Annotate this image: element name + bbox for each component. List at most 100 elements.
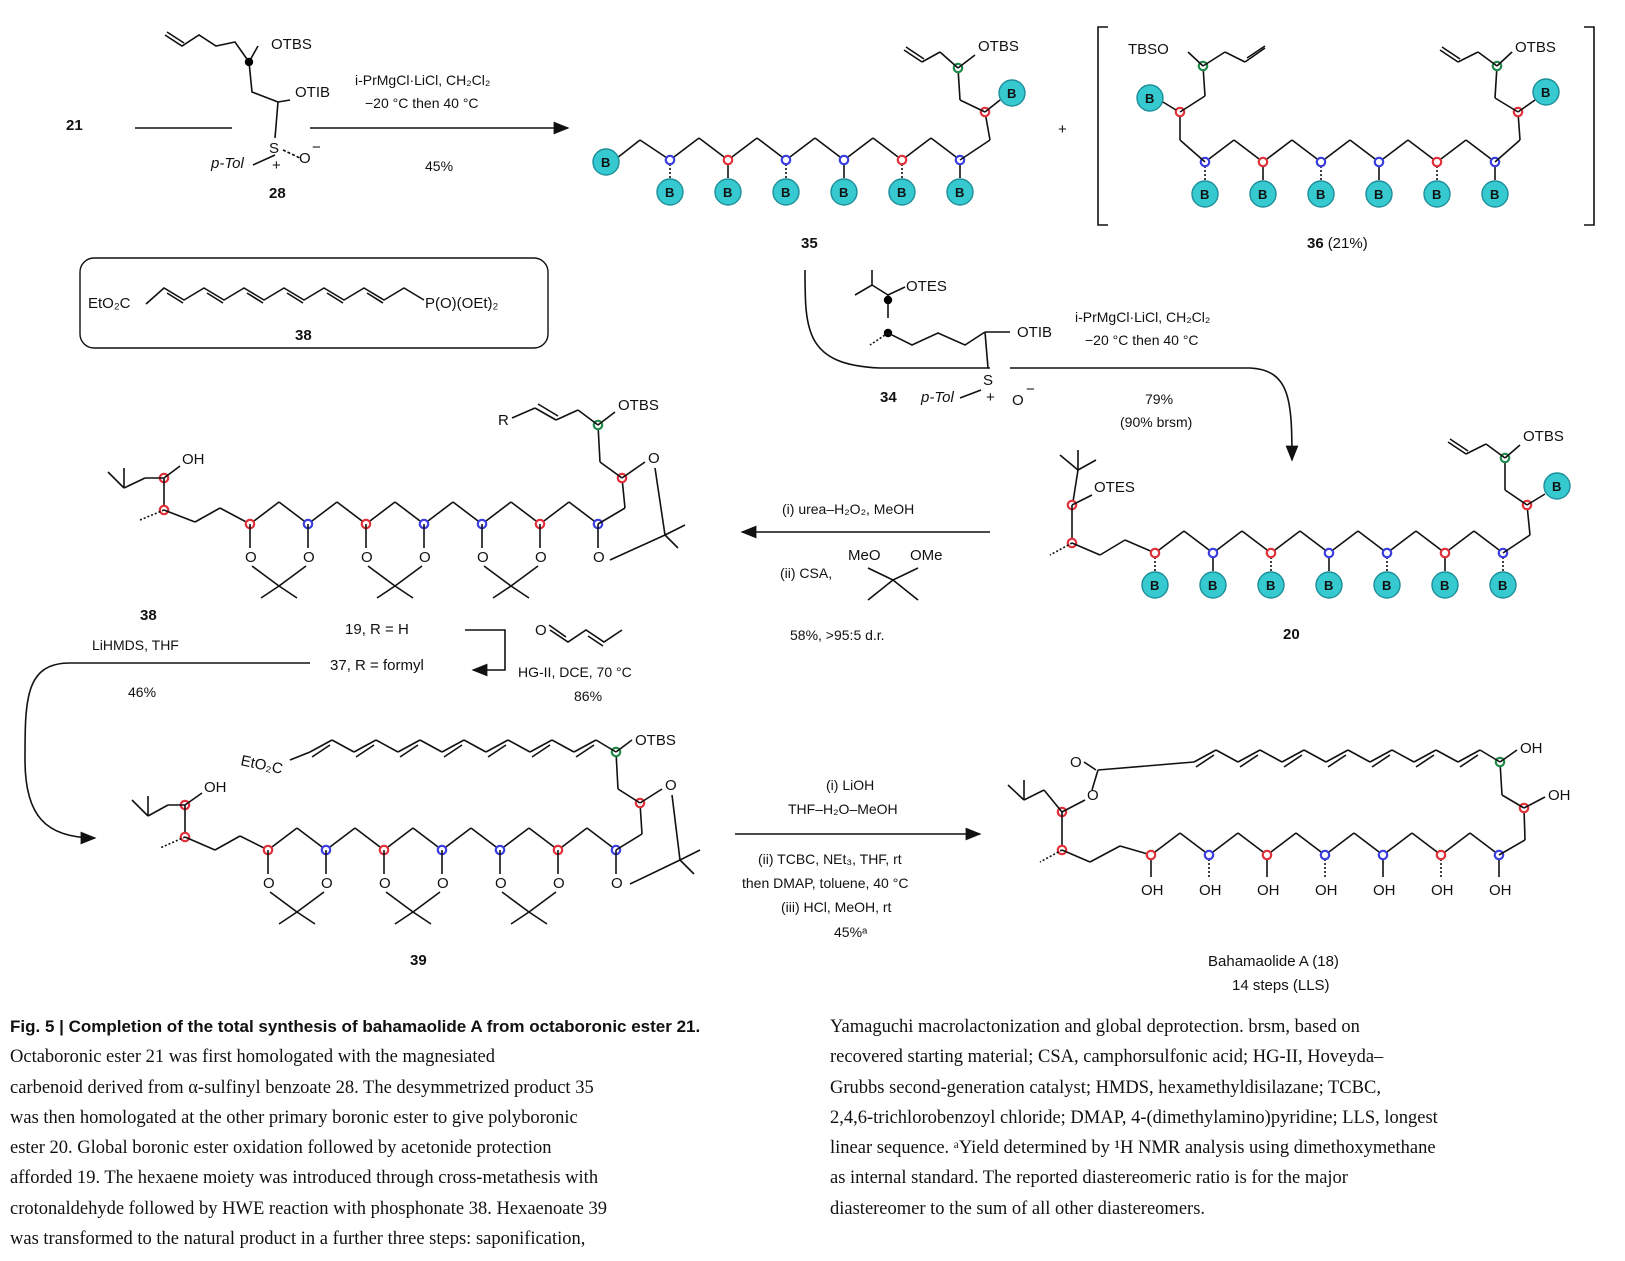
reaction-scheme: 21 OTBS OTIB S + O − p-Tol 28 i-PrMgCl·L…	[24, 26, 1595, 994]
boron-label: B	[1208, 578, 1217, 593]
compound-28-structure: OTBS OTIB S + O − p-Tol	[164, 31, 330, 174]
boronic-ester-ball	[1532, 78, 1560, 106]
cond-step4-a: HG-II, DCE, 70 °C	[518, 664, 632, 680]
caption-right: Yamaguchi macrolactonization and global …	[830, 1012, 1620, 1224]
stereocenter-marker	[1265, 547, 1277, 559]
atom-label: OH	[1373, 882, 1396, 899]
arrow-step2-curve-left	[804, 269, 990, 369]
atom-label: O	[648, 450, 660, 467]
svg-text:p-Tol: p-Tol	[920, 389, 954, 406]
boronic-ester-ball	[1315, 571, 1343, 599]
stereocenter-marker	[664, 154, 676, 166]
cond-step2-d: (90% brsm)	[1120, 414, 1192, 430]
stereocenter-marker	[1381, 547, 1393, 559]
boronic-ester-ball	[1423, 180, 1451, 208]
boronic-ester-ball	[1489, 571, 1517, 599]
caption-line: was then homologated at the other primar…	[10, 1107, 578, 1128]
cond-step1-c: 45%	[425, 158, 453, 174]
boronic-ester-ball	[592, 148, 620, 176]
cond-step3-a: (i) urea–H₂O₂, MeOH	[782, 501, 914, 517]
stereocenter-marker	[1315, 156, 1327, 168]
boronic-ester-ball	[998, 79, 1026, 107]
cond-step6-a: (i) LiOH	[826, 777, 874, 793]
caption-line: Grubbs second-generation catalyst; HMDS,…	[830, 1077, 1381, 1098]
caption-line: carbenoid derived from α-sulfinyl benzoa…	[10, 1077, 594, 1098]
atom-label: OH	[1199, 882, 1222, 899]
boronic-ester-ball	[1307, 180, 1335, 208]
cond-step6-d: then DMAP, toluene, 40 °C	[742, 875, 908, 891]
atom-label: O	[535, 549, 547, 566]
boron-label: B	[1200, 187, 1209, 202]
boronic-ester-ball	[1543, 472, 1571, 500]
boron-label: B	[1258, 187, 1267, 202]
atom-label: O	[303, 549, 315, 566]
atom-label: OH	[204, 779, 227, 796]
atom-label: OTBS	[635, 732, 676, 749]
atom-label: O	[245, 549, 257, 566]
boron-label: B	[955, 185, 964, 200]
label-20: 20	[1283, 626, 1300, 643]
cond-step6-e: (iii) HCl, MeOH, rt	[781, 899, 892, 915]
atom-label: O	[1087, 787, 1099, 804]
stereocenter-marker	[780, 154, 792, 166]
label-35: 35	[801, 235, 818, 252]
cond-step2-b: −20 °C then 40 °C	[1085, 332, 1199, 348]
boron-label: B	[1382, 578, 1391, 593]
atom-label: O	[593, 549, 605, 566]
boronic-ester-ball	[1431, 571, 1459, 599]
atom-label: O	[361, 549, 373, 566]
boronic-ester-ball	[830, 178, 858, 206]
cond-step4-b: 86%	[574, 688, 602, 704]
svg-text:+: +	[986, 389, 995, 406]
atom-label: OH	[1489, 882, 1512, 899]
boron-label: B	[897, 185, 906, 200]
svg-text:MeO: MeO	[848, 547, 881, 564]
boron-label: B	[1432, 187, 1441, 202]
svg-text:O: O	[299, 150, 311, 167]
caption-left: Fig. 5 | Completion of the total synthes…	[10, 1012, 790, 1254]
label-18-steps: 14 steps (LLS)	[1232, 977, 1330, 994]
atom-label: OTBS	[978, 38, 1019, 55]
boron-label: B	[1498, 578, 1507, 593]
caption-line: ester 20. Global boronic ester oxidation…	[10, 1138, 552, 1159]
atom-label: O	[1070, 754, 1082, 771]
atom-label: OH	[1257, 882, 1280, 899]
cond-step2-a: i-PrMgCl·LiCl, CH₂Cl₂	[1075, 309, 1210, 325]
atom-label: O	[665, 777, 677, 794]
arrow-step4	[465, 629, 506, 677]
boronic-ester-ball	[1249, 180, 1277, 208]
label-38-reagent: 38	[140, 607, 157, 624]
stereocenter-marker	[838, 154, 850, 166]
atom-label: R	[498, 412, 509, 429]
atom-label: OTES	[1094, 479, 1135, 496]
svg-text:O: O	[535, 622, 547, 639]
atom-label: O	[379, 875, 391, 892]
boron-label: B	[1150, 578, 1159, 593]
svg-text:S: S	[269, 140, 279, 157]
label-36: 36(21%)	[1307, 235, 1368, 252]
compound-38-structure: EtO₂C P(O)(OEt)₂	[88, 287, 498, 312]
atom-label: OTBS	[618, 397, 659, 414]
cond-step3-c: 58%, >95:5 d.r.	[790, 627, 885, 643]
svg-text:OTIB: OTIB	[1017, 324, 1052, 341]
atom-label: OH	[182, 451, 205, 468]
boron-label: B	[1490, 187, 1499, 202]
boronic-ester-ball	[1257, 571, 1285, 599]
atom-label: OTBS	[1523, 428, 1564, 445]
stereocenter-marker	[722, 154, 734, 166]
boron-label: B	[601, 155, 610, 170]
boronic-ester-ball	[1141, 571, 1169, 599]
atom-label: O	[477, 549, 489, 566]
cond-step5-a: LiHMDS, THF	[92, 637, 179, 653]
atom-label: O	[263, 875, 275, 892]
stereocenter-marker	[1323, 547, 1335, 559]
svg-text:S: S	[983, 372, 993, 389]
atom-label: OH	[1431, 882, 1454, 899]
caption-line: crotonaldehyde followed by HWE reaction …	[10, 1198, 607, 1219]
boron-label: B	[1266, 578, 1275, 593]
